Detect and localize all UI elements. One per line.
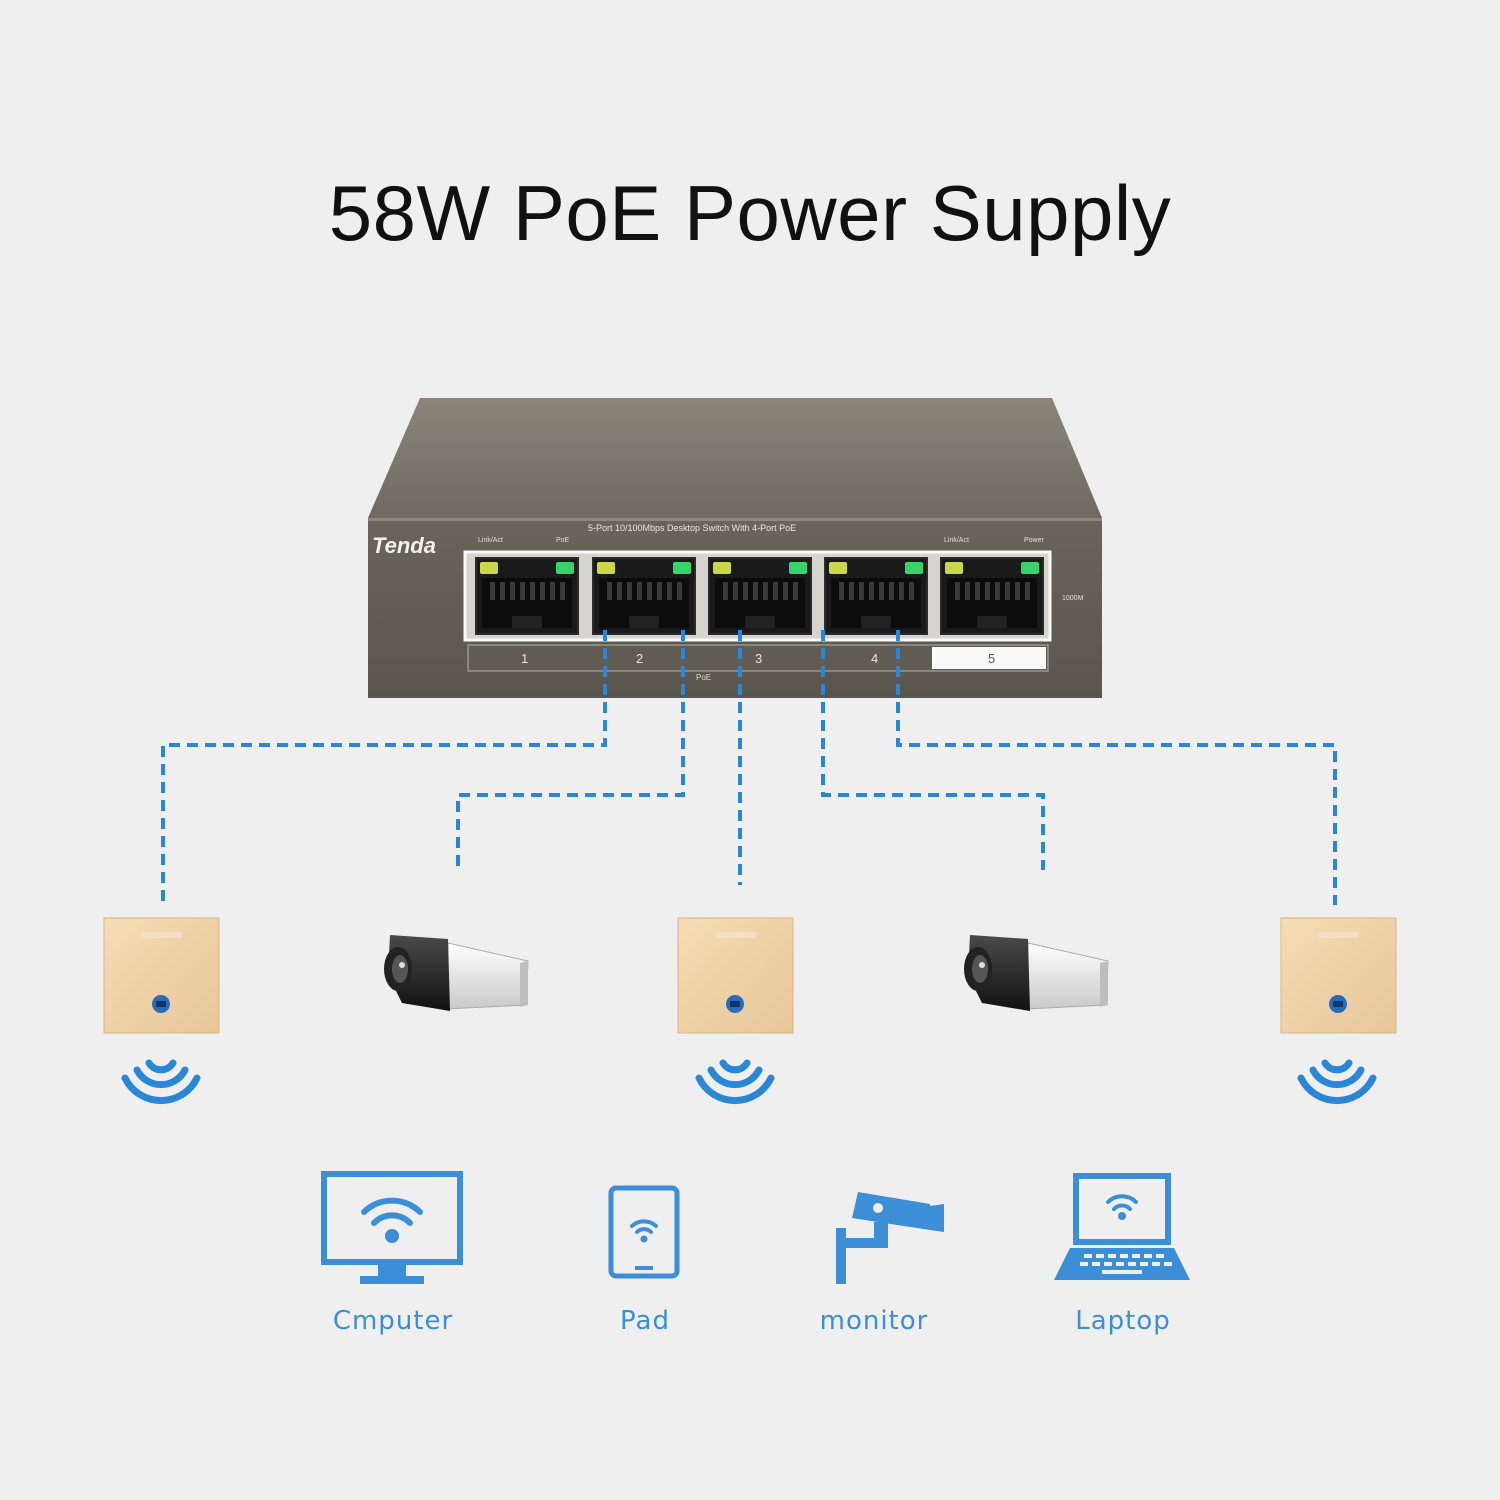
connection-line-4 — [821, 630, 1045, 870]
ethernet-port-5 — [940, 557, 1044, 635]
port-number-3: 3 — [755, 651, 762, 666]
connection-line-5 — [896, 630, 1337, 905]
ethernet-port-3 — [708, 557, 812, 635]
led-label-power: Power — [1024, 537, 1045, 544]
link-led — [597, 562, 615, 574]
poe-group-label: PoE — [696, 673, 711, 682]
port-5-highlight — [932, 647, 1046, 669]
computer-icon — [321, 1171, 463, 1284]
port-number-2: 2 — [636, 651, 643, 666]
client-label-laptop: Laptop — [1075, 1306, 1171, 1336]
link-led — [945, 562, 963, 574]
wifi-signal-icon — [1297, 1059, 1377, 1104]
poe-connections — [161, 630, 1337, 905]
port-number-5: 5 — [988, 651, 995, 666]
client-label-pad: Pad — [620, 1306, 670, 1336]
ethernet-port-4 — [824, 557, 928, 635]
poe-led — [673, 562, 691, 574]
poe-led — [556, 562, 574, 574]
connection-line-2 — [456, 630, 685, 870]
link-led — [829, 562, 847, 574]
link-led — [480, 562, 498, 574]
cctv-camera-icon — [836, 1192, 944, 1284]
led-label-link: Link/Act — [478, 537, 503, 544]
page-title: 58W PoE Power Supply — [328, 169, 1172, 257]
led-label-link-right: Link/Act — [944, 537, 969, 544]
side-label: 1000M — [1062, 595, 1084, 602]
port-number-4: 4 — [871, 651, 878, 666]
port-number-1: 1 — [521, 651, 528, 666]
link-led — [713, 562, 731, 574]
poe-led — [789, 562, 807, 574]
poe-led — [905, 562, 923, 574]
laptop-icon — [1054, 1173, 1190, 1280]
wifi-signal-icon — [695, 1059, 775, 1104]
ethernet-port-2 — [592, 557, 696, 635]
client-label-computer: Cmputer — [332, 1306, 454, 1336]
ethernet-port-icon — [152, 995, 170, 1013]
connection-line-1 — [161, 630, 607, 905]
poe-led — [1021, 562, 1039, 574]
client-label-monitor: monitor — [819, 1306, 929, 1336]
led-label-poe: PoE — [556, 537, 570, 544]
switch-model-text: 5-Port 10/100Mbps Desktop Switch With 4-… — [588, 523, 796, 533]
switch-brand-logo: Tenda — [372, 533, 436, 558]
bullet-camera — [384, 935, 529, 1011]
wall-access-point — [1280, 917, 1397, 1034]
switch-top — [368, 398, 1102, 518]
bullet-camera — [964, 935, 1109, 1011]
ethernet-port-icon — [726, 995, 744, 1013]
poe-switch: Tenda 5-Port 10/100Mbps Desktop Switch W… — [368, 398, 1102, 698]
wifi-signal-icon — [121, 1059, 201, 1104]
wall-access-point — [677, 917, 794, 1034]
ethernet-port-1 — [475, 557, 579, 635]
tablet-icon — [608, 1185, 680, 1279]
ethernet-port-icon — [1329, 995, 1347, 1013]
wall-access-point — [103, 917, 220, 1034]
